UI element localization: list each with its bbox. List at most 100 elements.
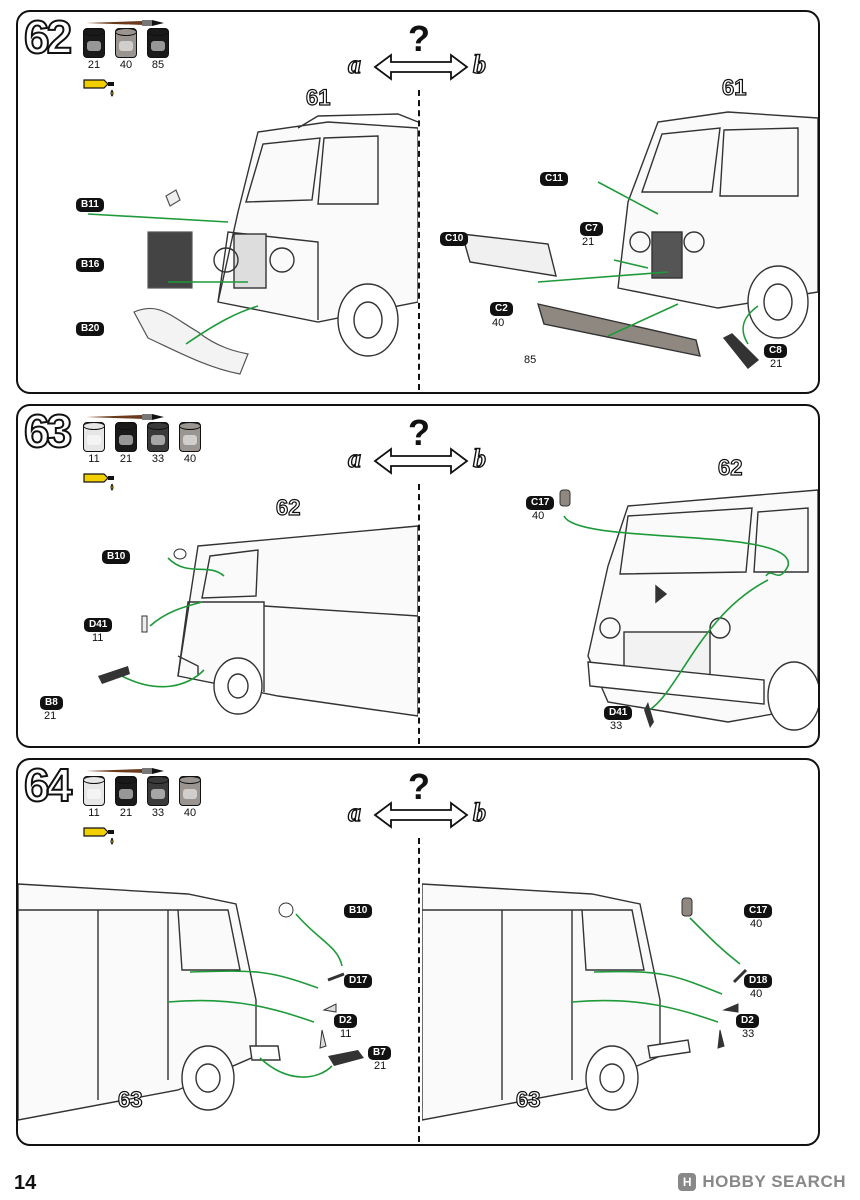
part-tag: C10 (440, 232, 469, 246)
previous-step-ref: 63 (515, 1087, 541, 1112)
option-b-label: b (472, 49, 486, 79)
part-tag: C17 (744, 904, 773, 918)
part-tag: D17 (344, 974, 373, 988)
option-b-label: b (472, 797, 486, 827)
part-tag: B20 (76, 322, 105, 336)
paint-jar-icon (83, 28, 105, 58)
part-tag: B16 (76, 258, 105, 272)
part-paint-code: 33 (610, 720, 623, 732)
paint-code: 40 (183, 807, 197, 819)
part-tag: C11 (540, 172, 568, 186)
option-a-label: a (347, 797, 361, 827)
part-paint-code: 21 (44, 710, 57, 722)
part-tag: D18 (744, 974, 773, 988)
part-tag: B10 (344, 904, 373, 918)
step-number: 64 (23, 759, 73, 811)
previous-step-ref: 62 (275, 495, 301, 520)
part-tag: B11 (76, 198, 104, 212)
part-tag: C17 (526, 496, 555, 510)
page-number: 14 (14, 1172, 37, 1194)
part-paint-code: 40 (532, 510, 545, 522)
paint-pot: 11 (82, 422, 106, 465)
paint-pot: 40 (178, 422, 202, 465)
paint-jar-icon (83, 776, 105, 806)
assembly-drawing-62a (87, 113, 418, 375)
previous-step-ref: 61 (305, 85, 331, 110)
paintbrush-icon (86, 768, 164, 774)
paint-jar-icon (115, 28, 137, 58)
paint-jar-icon (115, 776, 137, 806)
part-paint-code: 21 (770, 358, 783, 370)
step-63-panel: 63 11 21 33 40 a ? b B10 D41 11 B8 21 62 (16, 404, 820, 748)
option-divider (418, 90, 420, 390)
paint-jar-icon (147, 422, 169, 452)
assembly-drawing-63a (98, 525, 418, 717)
option-b-label: b (472, 443, 486, 473)
part-tag: D41 (84, 618, 113, 632)
part-paint-code: 11 (340, 1028, 352, 1040)
part-paint-code: 40 (492, 317, 505, 329)
paint-list: 21 40 85 (82, 28, 170, 71)
paintbrush-icon (86, 414, 164, 420)
double-arrow-icon (373, 801, 469, 829)
glue-tube-icon (83, 827, 114, 845)
paint-pot: 33 (146, 776, 170, 819)
option-a-label: a (347, 443, 361, 473)
paintbrush-icon (86, 20, 164, 26)
paint-pot: 21 (114, 776, 138, 819)
paint-pot: 40 (178, 776, 202, 819)
paint-list: 11 21 33 40 (82, 776, 202, 819)
question-mark: ? (408, 412, 430, 453)
double-arrow-icon (373, 53, 469, 81)
paint-code: 11 (88, 807, 100, 819)
assembly-drawing-64a (18, 883, 364, 1121)
paint-pot: 21 (82, 28, 106, 71)
paint-pot: 33 (146, 422, 170, 465)
part-tag: D2 (334, 1014, 357, 1028)
step-number: 62 (23, 11, 73, 63)
previous-step-ref: 63 (117, 1087, 143, 1112)
question-mark: ? (408, 766, 430, 807)
step-number: 63 (23, 405, 73, 457)
watermark-logo-icon: H (678, 1173, 697, 1191)
paint-list: 11 21 33 40 (82, 422, 202, 465)
glue-tube-icon (83, 473, 114, 491)
part-paint-code: 21 (582, 236, 595, 248)
part-tag: D41 (604, 706, 633, 720)
part-paint-code: 40 (750, 918, 763, 930)
paint-code: 11 (88, 453, 100, 465)
assembly-drawing-63b (559, 489, 818, 731)
paint-code: 21 (119, 453, 133, 465)
previous-step-ref: 62 (717, 455, 743, 480)
paint-pot: 21 (114, 422, 138, 465)
paint-pot: 40 (114, 28, 138, 71)
paint-pot: 11 (82, 776, 106, 819)
paint-jar-icon (83, 422, 105, 452)
paint-jar-icon (147, 28, 169, 58)
paint-code: 33 (151, 807, 165, 819)
part-tag: B8 (40, 696, 63, 710)
double-arrow-icon (373, 447, 469, 475)
question-mark: ? (408, 18, 430, 59)
part-paint-code: 21 (374, 1060, 387, 1072)
paint-jar-icon (147, 776, 169, 806)
assembly-drawing-62b (461, 111, 818, 369)
paint-jar-icon (179, 422, 201, 452)
option-divider (418, 484, 420, 744)
option-a-label: a (347, 49, 361, 79)
paint-code: 21 (119, 807, 133, 819)
part-tag: D2 (736, 1014, 759, 1028)
paint-pot: 85 (146, 28, 170, 71)
paint-code: 33 (151, 453, 165, 465)
part-tag: B7 (368, 1046, 391, 1060)
paint-code: 21 (87, 59, 101, 71)
part-tag: C2 (490, 302, 513, 316)
paint-code: 40 (119, 59, 133, 71)
glue-tube-icon (83, 79, 114, 97)
part-tag: B10 (102, 550, 131, 564)
part-paint-code: 33 (742, 1028, 755, 1040)
paint-code: 40 (183, 453, 197, 465)
step-64-panel: 64 11 21 33 40 a ? b B10 D17 D2 11 B7 21… (16, 758, 820, 1146)
paint-code: 85 (151, 59, 165, 71)
